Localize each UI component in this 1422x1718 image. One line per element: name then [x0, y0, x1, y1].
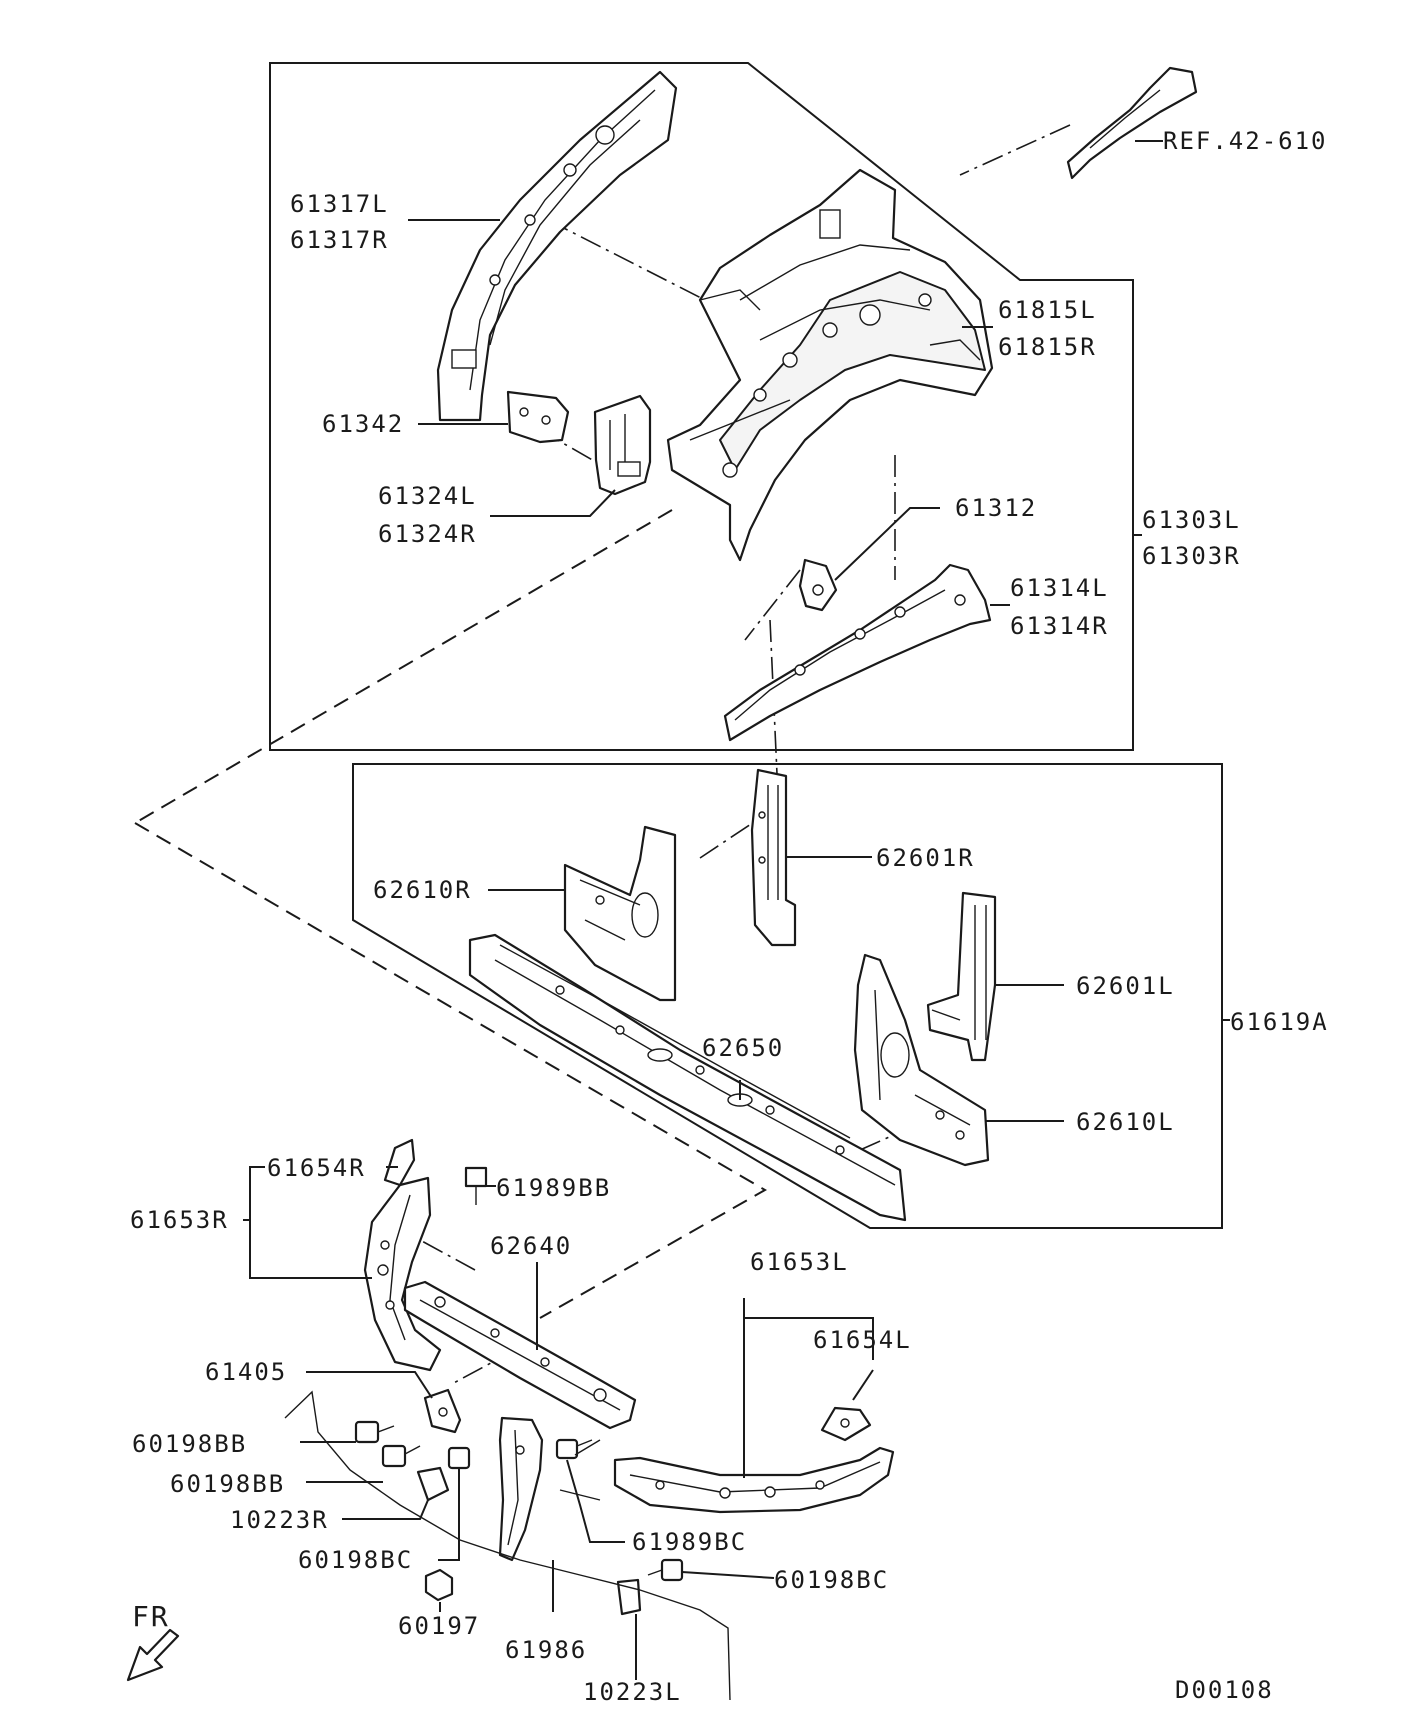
label-60198BB-a: 60198BB [132, 1430, 247, 1458]
leader-lines [243, 140, 1230, 1680]
label-61654L: 61654L [813, 1326, 912, 1354]
label-60197: 60197 [398, 1612, 480, 1640]
label-61986: 61986 [505, 1636, 587, 1664]
part-61653L-sill [613, 1446, 895, 1514]
part-61324-reinforcement [593, 394, 652, 496]
label-61654R: 61654R [267, 1154, 366, 1182]
center-line-g [699, 817, 761, 859]
part-ref-42-610 [1066, 66, 1198, 180]
part-61314-member [723, 563, 992, 742]
part-61405-bracket [423, 1388, 462, 1434]
label-62650: 62650 [702, 1034, 784, 1062]
center-line-a [547, 219, 706, 301]
label-61342: 61342 [322, 410, 404, 438]
floor-outline [284, 1390, 731, 1701]
part-61654R-bracket [383, 1138, 416, 1187]
label-62601R: 62601R [876, 844, 975, 872]
label-62601L: 62601L [1076, 972, 1175, 1000]
part-62610R-panel [563, 825, 677, 1002]
part-62601R-pillar [750, 768, 797, 947]
bolt-60198BC-a-icon [447, 1446, 471, 1470]
part-62610L-panel [853, 953, 990, 1167]
bolt-61989BB-icon [464, 1166, 488, 1205]
label-61405: 61405 [205, 1358, 287, 1386]
label-61815L: 61815L [998, 296, 1097, 324]
label-60198BC-a: 60198BC [298, 1546, 413, 1574]
part-61986-support [498, 1416, 544, 1562]
part-61317-pillar [436, 70, 678, 422]
label-61815R: 61815R [998, 333, 1097, 361]
assembly-dash-lower [134, 822, 768, 1319]
front-marker-label: FR [132, 1600, 170, 1633]
label-61312: 61312 [955, 494, 1037, 522]
bolt-61989BC-icon [555, 1438, 593, 1460]
label-61303L: 61303L [1142, 506, 1241, 534]
clip-10223R-icon [416, 1466, 450, 1502]
part-61654L-bracket [820, 1406, 872, 1442]
label-61303R: 61303R [1142, 542, 1241, 570]
label-61317R: 61317R [290, 226, 389, 254]
label-61324R: 61324R [378, 520, 477, 548]
part-61312-gusset [798, 558, 838, 612]
bolt-60198BB-a-icon [354, 1420, 395, 1444]
part-62640-crossmember [403, 1280, 637, 1430]
part-62601L-pillar [926, 891, 997, 1062]
label-61989BC: 61989BC [632, 1528, 747, 1556]
label-61324L: 61324L [378, 482, 477, 510]
center-line-f [959, 124, 1071, 176]
label-62610L: 62610L [1076, 1108, 1175, 1136]
bolt-60198BB-b-icon [381, 1444, 421, 1468]
label-61619A: 61619A [1230, 1008, 1329, 1036]
label-ref-42-610: REF.42-610 [1163, 127, 1328, 155]
part-61303-wheelhouse [666, 168, 994, 562]
label-61317L: 61317L [290, 190, 389, 218]
label-10223R: 10223R [230, 1506, 329, 1534]
part-61653R-pillar [363, 1176, 442, 1372]
label-10223L: 10223L [583, 1678, 682, 1706]
label-61989BB: 61989BB [496, 1174, 611, 1202]
center-line-k [419, 1239, 476, 1271]
center-line-c [744, 569, 801, 641]
bolt-60198BC-b-icon [647, 1558, 684, 1582]
upper-group-frame [269, 62, 1134, 751]
nut-60197-icon [424, 1568, 454, 1602]
label-60198BB-b: 60198BB [170, 1470, 285, 1498]
middle-group-frame [352, 763, 1223, 1229]
label-62610R: 62610R [373, 876, 472, 904]
label-61314R: 61314R [1010, 612, 1109, 640]
label-61314L: 61314L [1010, 574, 1109, 602]
label-61653R: 61653R [130, 1206, 229, 1234]
front-direction-arrow-icon [126, 1628, 180, 1682]
floor-outline-2 [559, 1439, 601, 1501]
label-61653L: 61653L [750, 1248, 849, 1276]
label-60198BC-b: 60198BC [774, 1566, 889, 1594]
part-61342-bracket [506, 390, 570, 444]
label-62640: 62640 [490, 1232, 572, 1260]
assembly-dash-upper [134, 509, 673, 824]
diagram-id: D00108 [1175, 1676, 1274, 1704]
